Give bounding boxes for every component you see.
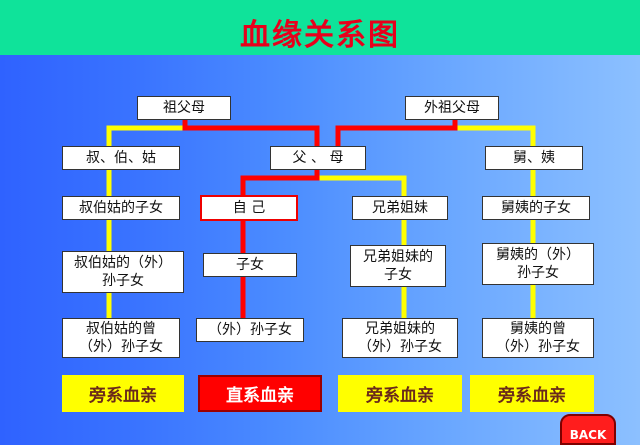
node-parents: 父 、 母: [270, 146, 366, 170]
category-collateral-1: 旁系血亲: [62, 375, 184, 412]
header-bar: [0, 0, 640, 55]
node-siblings: 兄弟姐妹: [352, 196, 448, 220]
node-uncles-aunts-maternal: 舅、姨: [485, 146, 583, 170]
node-self: 自 己: [200, 195, 298, 221]
node-uncles-aunts-paternal: 叔、伯、姑: [62, 146, 180, 170]
node-cousins-maternal-grandkids: 舅姨的（外）孙子女: [482, 243, 594, 285]
category-collateral-3: 旁系血亲: [470, 375, 594, 412]
node-cousins-maternal: 舅姨的子女: [482, 196, 590, 220]
line-grandparents-to-parents: [182, 118, 320, 148]
category-direct: 直系血亲: [198, 375, 322, 412]
line-grandparents-to-uncles: [106, 125, 185, 148]
line-parents-to-siblings: [317, 175, 407, 196]
node-maternal-grandparents: 外祖父母: [405, 96, 499, 120]
node-siblings-children: 兄弟姐妹的子女: [350, 245, 446, 287]
line-maternal-gp-to-parents: [335, 118, 458, 148]
category-collateral-2: 旁系血亲: [338, 375, 462, 412]
page-title: 血缘关系图: [240, 18, 400, 53]
node-siblings-grandchildren: 兄弟姐妹的（外）孙子女: [342, 318, 458, 358]
node-cousins-paternal-grandkids: 叔伯姑的（外）孙子女: [62, 251, 184, 293]
node-children: 子女: [203, 253, 297, 277]
node-cousins-paternal: 叔伯姑的子女: [62, 196, 180, 220]
node-cousins-paternal-great: 叔伯姑的曾（外）孙子女: [62, 318, 180, 358]
direct-lines: [182, 118, 458, 318]
line-maternal-gp-to-uncles: [455, 125, 536, 148]
node-grandparents: 祖父母: [137, 96, 231, 120]
back-button[interactable]: BACK: [560, 414, 616, 445]
node-cousins-maternal-great: 舅姨的曾（外）孙子女: [482, 318, 594, 358]
line-parents-to-self: [240, 170, 320, 196]
node-grandchildren: （外）孙子女: [196, 318, 304, 342]
